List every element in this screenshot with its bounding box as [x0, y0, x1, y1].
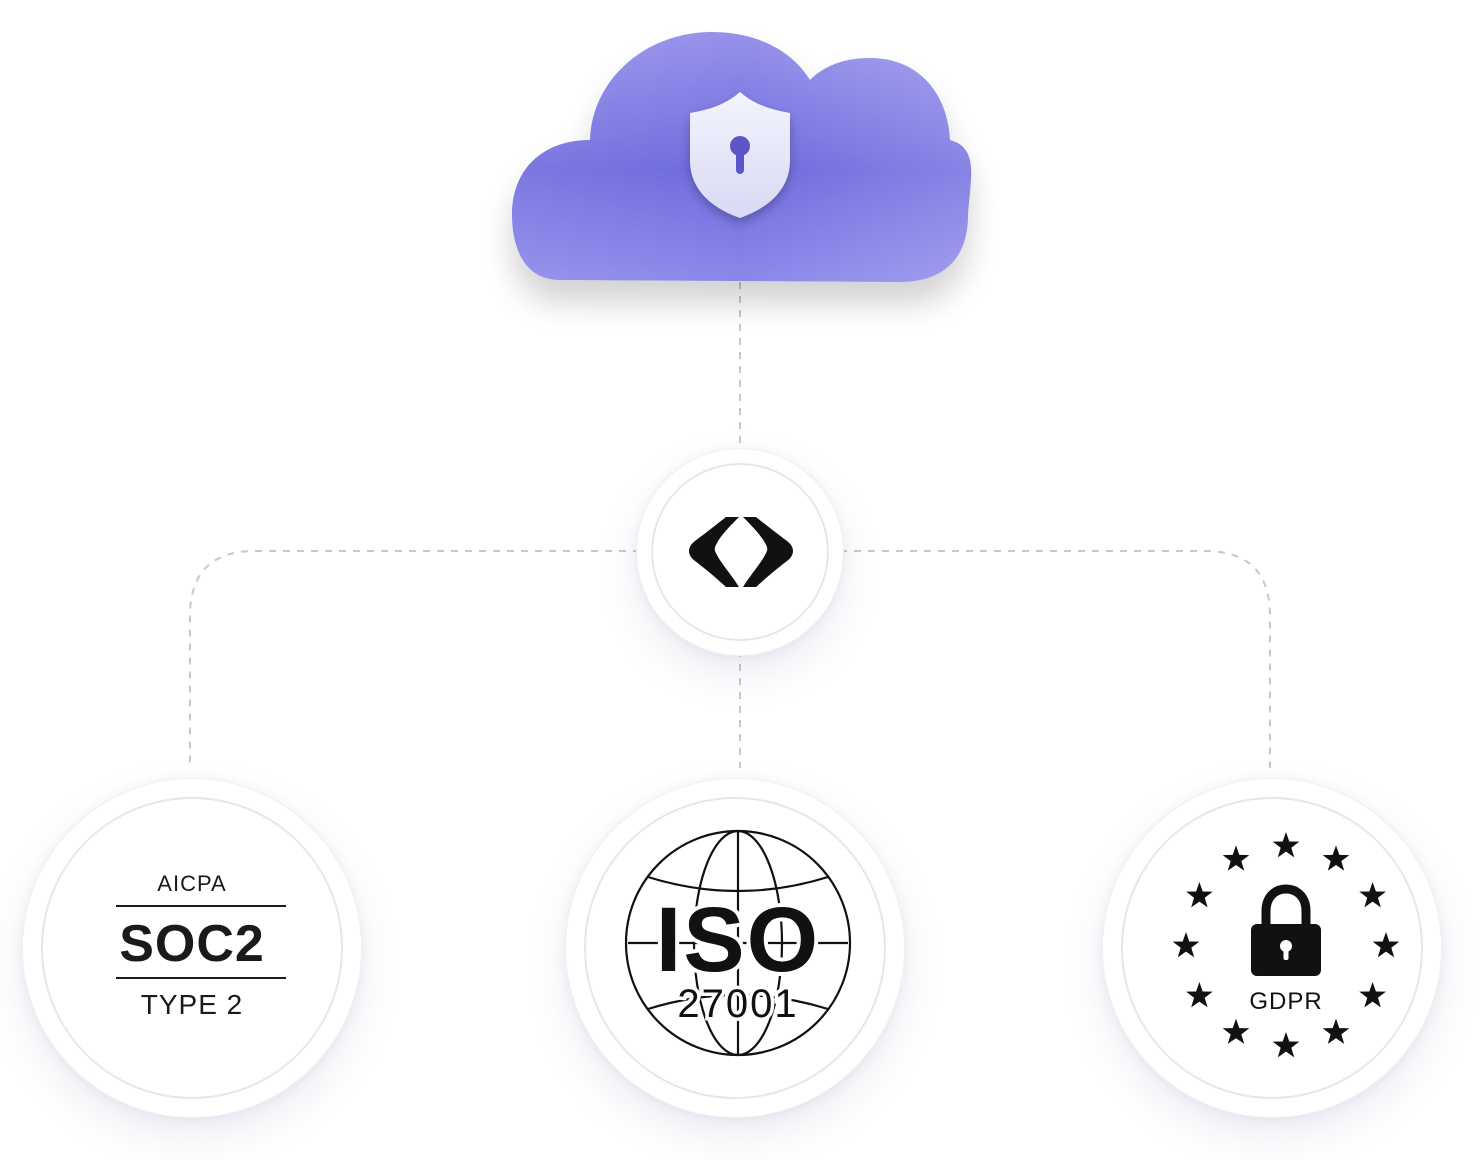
iso-main-label: ISO — [656, 889, 820, 991]
soc2-main-label: SOC2 — [119, 915, 265, 973]
soc2-bottom-divider — [116, 977, 286, 979]
soc2-bottom-label: TYPE 2 — [140, 989, 244, 1020]
gdpr-emblem: GDPR — [1172, 832, 1400, 1058]
gdpr-star — [1222, 1018, 1250, 1044]
gdpr-star — [1272, 832, 1300, 858]
iso-badge-ring — [584, 797, 886, 1099]
soc2-top-label: AICPA — [157, 871, 227, 896]
gdpr-label: GDPR — [1249, 988, 1322, 1015]
gdpr-stars — [1172, 832, 1400, 1058]
globe-icon — [624, 829, 852, 1057]
soc2-top-divider — [116, 905, 286, 907]
gdpr-star — [1322, 1018, 1350, 1044]
connector-hub-to-gdpr — [840, 550, 1271, 768]
hub-node-ring — [651, 463, 829, 641]
gdpr-star — [1359, 982, 1386, 1008]
gdpr-star — [1186, 982, 1213, 1008]
gdpr-star — [1272, 1032, 1300, 1058]
gdpr-star — [1186, 882, 1213, 908]
iso-sub-label: 27001 — [677, 982, 798, 1026]
gdpr-star — [1322, 845, 1350, 871]
code-brackets-logo-icon — [689, 517, 793, 587]
soc2-badge-ring — [41, 797, 343, 1099]
iso-label-svg: ISO 27001 — [652, 885, 822, 1030]
gdpr-badge-node: GDPR — [1102, 778, 1442, 1118]
hub-node — [636, 448, 844, 656]
gdpr-star — [1359, 882, 1386, 908]
security-cloud — [512, 32, 972, 282]
shield-lock-icon — [690, 92, 790, 218]
gdpr-star — [1172, 932, 1200, 958]
gdpr-star — [1372, 932, 1400, 958]
padlock-icon — [1251, 884, 1321, 976]
iso-badge-node: ISO 27001 — [565, 778, 905, 1118]
soc2-badge-node: AICPA SOC2 TYPE 2 — [22, 778, 362, 1118]
connector-hub-to-soc2 — [189, 550, 640, 768]
gdpr-star — [1222, 845, 1250, 871]
